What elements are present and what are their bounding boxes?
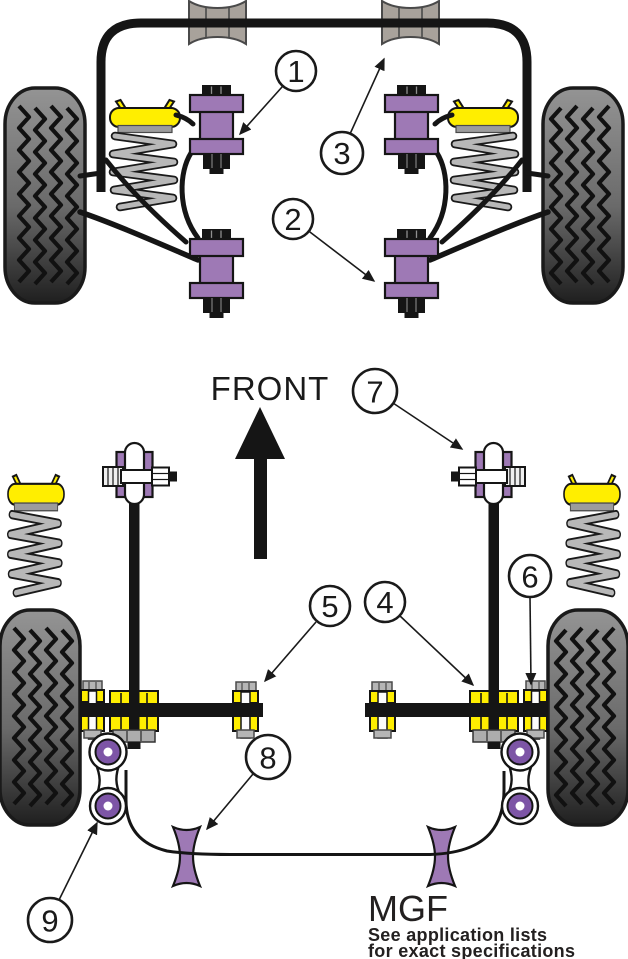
caption-block: MGF See application lists for exact spec… — [368, 888, 575, 959]
callout-3-number: 3 — [333, 136, 350, 171]
front-direction-arrow — [235, 407, 285, 559]
rear-arb-bushing-right — [426, 825, 457, 888]
front-anti-roll-bar — [96, 18, 532, 192]
callout-2-number: 2 — [284, 202, 301, 237]
rear-arb-bushing-left — [171, 825, 202, 888]
callout-8-number: 8 — [259, 741, 276, 776]
callout-8: 8 — [206, 733, 292, 831]
callout-1-number: 1 — [287, 54, 304, 89]
note-line-2: for exact specifications — [368, 941, 575, 959]
rear-left-suspension — [0, 443, 263, 825]
callout-4: 4 — [363, 580, 475, 687]
front-right-suspension — [385, 85, 623, 318]
callout-6-number: 6 — [521, 560, 538, 595]
callout-1: 1 — [239, 49, 318, 136]
callout-3: 3 — [319, 57, 385, 176]
callout-5-number: 5 — [321, 589, 338, 624]
callout-7-number: 7 — [366, 375, 383, 410]
callout-9-number: 9 — [41, 904, 58, 939]
callout-2: 2 — [271, 197, 376, 282]
rear-right-suspension — [365, 443, 628, 825]
callout-5: 5 — [264, 584, 352, 683]
callout-7: 7 — [351, 367, 464, 450]
note-line-1: See application lists — [368, 925, 547, 945]
callout-4-number: 4 — [376, 585, 393, 620]
model-label: MGF — [368, 888, 448, 929]
callout-6: 6 — [507, 553, 553, 686]
callout-9: 9 — [26, 821, 98, 944]
front-left-suspension — [5, 85, 243, 318]
front-direction-label: FRONT — [211, 370, 330, 407]
rear-anti-roll-bar — [124, 770, 506, 856]
